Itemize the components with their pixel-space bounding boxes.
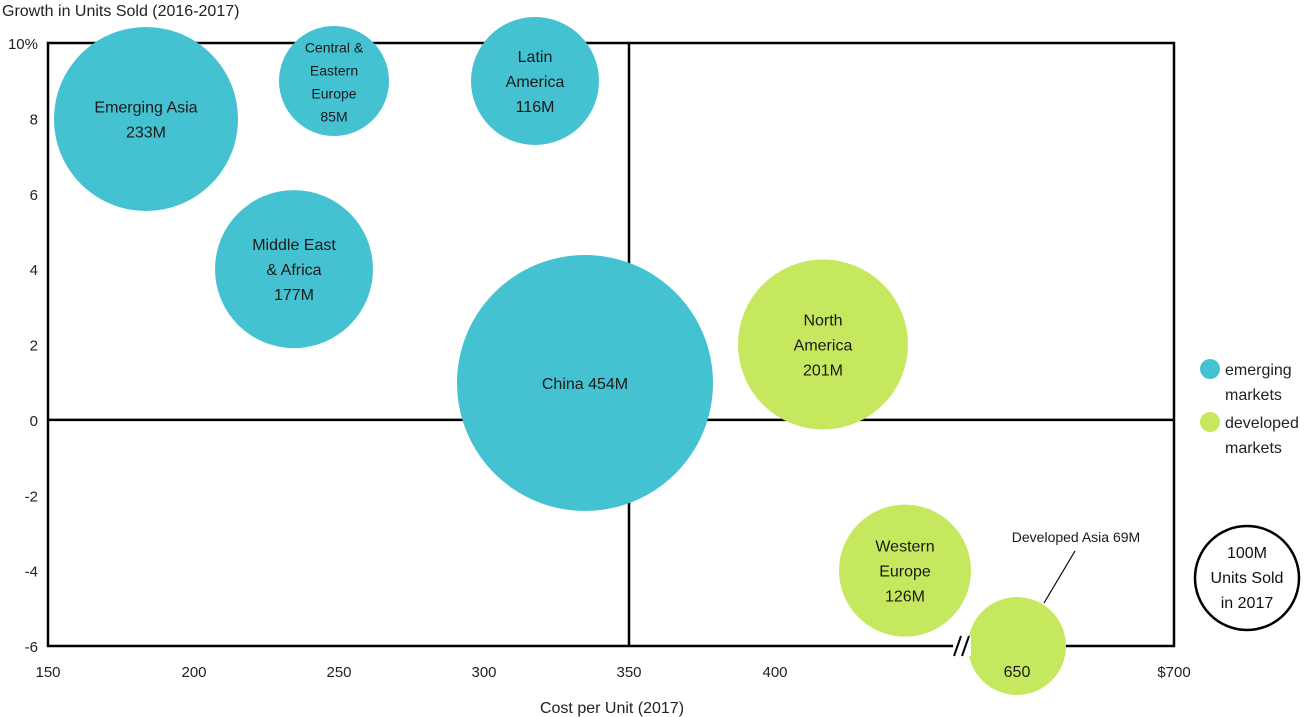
bubble-label-north-america: 201M	[803, 363, 843, 380]
x-axis-title: Cost per Unit (2017)	[540, 700, 684, 717]
bubble-label-china: China 454M	[542, 376, 628, 393]
bubble-label-middle-east-africa: & Africa	[266, 262, 321, 279]
bubble-label-western-europe: Western	[875, 539, 934, 556]
y-tick-label: -2	[25, 488, 38, 505]
legend-swatch-developed	[1200, 412, 1220, 432]
plot-border	[46, 41, 1176, 648]
bubble-label-developed-asia: 650	[1004, 664, 1031, 681]
bubble-label-middle-east-africa: 177M	[274, 287, 314, 304]
bubble-label-central-eastern-europe: Eastern	[310, 63, 358, 79]
legend-label-developed: markets	[1225, 440, 1282, 457]
x-tick-label: 300	[471, 664, 496, 681]
bubble-label-emerging-asia: 233M	[126, 125, 166, 142]
bubble-developed-asia	[968, 597, 1066, 695]
bubble-western-europe	[839, 504, 971, 637]
legend-label-emerging: emerging	[1225, 362, 1292, 379]
bubble-label-latin-america: Latin	[518, 49, 553, 66]
x-tick-label: 400	[762, 664, 787, 681]
y-tick-label: 6	[30, 187, 38, 204]
x-tick-label: $700	[1157, 664, 1190, 681]
y-tick-label: 8	[30, 111, 38, 128]
bubble-latin-america	[471, 17, 599, 145]
bubble-china	[457, 255, 713, 511]
bubble-label-central-eastern-europe: Europe	[311, 86, 356, 102]
callout-leader-line	[1043, 550, 1076, 604]
y-tick-label: 4	[30, 262, 38, 279]
bubble-label-north-america: America	[794, 338, 853, 355]
bubble-label-north-america: North	[803, 313, 842, 330]
bubble-label-middle-east-africa: Middle East	[252, 237, 336, 254]
callout-label-developed-asia: Developed Asia 69M	[1012, 529, 1140, 545]
y-tick-label: 2	[30, 338, 38, 355]
y-axis-title: Growth in Units Sold (2016-2017)	[2, 3, 239, 20]
bubble-label-western-europe: Europe	[879, 564, 931, 581]
x-tick-label: 200	[181, 664, 206, 681]
bubble-label-central-eastern-europe: Central &	[305, 40, 364, 56]
legend-label-emerging: markets	[1225, 387, 1282, 404]
size-reference-circle	[1193, 524, 1301, 632]
y-tick-label: 0	[30, 413, 38, 430]
y-tick-label: -4	[25, 564, 38, 581]
bubble-label-latin-america: 116M	[516, 99, 555, 116]
legend-label-developed: developed	[1225, 415, 1299, 432]
y-tick-label: 10%	[8, 36, 38, 53]
bubble-north-america	[738, 259, 908, 430]
axis-break-mark	[961, 635, 970, 657]
bubble-label-latin-america: America	[506, 74, 565, 91]
bubble-middle-east-africa	[215, 190, 373, 349]
x-tick-label: 150	[35, 664, 60, 681]
bubble-label-emerging-asia: Emerging Asia	[94, 100, 197, 117]
bubble-label-central-eastern-europe: 85M	[320, 109, 347, 125]
axis-break-mark	[953, 635, 962, 657]
size-reference-label: Units Sold	[1211, 570, 1284, 587]
bubble-central-eastern-europe	[279, 26, 389, 136]
bubble-label-western-europe: 126M	[885, 589, 925, 606]
x-tick-label: 350	[616, 664, 641, 681]
y-tick-label: -6	[25, 639, 38, 656]
legend-swatch-emerging	[1200, 359, 1220, 379]
size-reference-label: in 2017	[1221, 595, 1274, 612]
bubble-emerging-asia	[54, 27, 238, 211]
x-tick-label: 250	[326, 664, 351, 681]
size-reference-label: 100M	[1227, 545, 1267, 562]
